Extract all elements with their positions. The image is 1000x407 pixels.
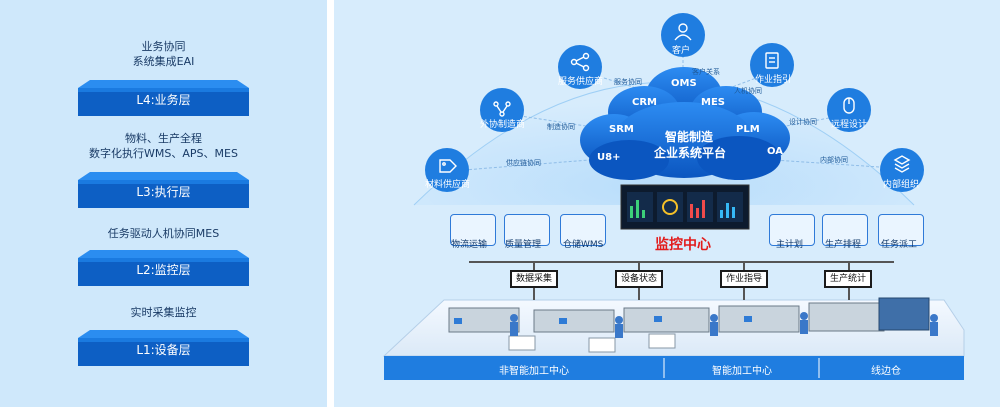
flow-customer-relation: 客户关系 [692,68,720,76]
label-internal-org: 内部组织 [883,180,920,190]
document-icon [765,52,779,69]
label-work-instruction: 作业指引 [755,75,792,85]
system-srm: SRM [609,124,634,135]
module-quality-label: 质量管理 [505,240,542,250]
flow-manufacturing-collab: 制造协同 [547,123,575,131]
module-quality[interactable] [504,214,550,246]
zone-smart: 智能加工中心 [712,366,772,377]
layer-l2: L2:监控层 [78,250,249,286]
module-master-plan[interactable] [769,214,815,246]
layer-l4: L4:业务层 [78,80,249,116]
label-material-supplier: 材料供应商 [425,180,471,190]
share-icon [570,52,590,72]
label-customer: 客户 [672,46,691,56]
layer-l4-label: L4:业务层 [136,93,191,107]
caption-task-driven: 任务驱动人机协同MES [107,227,220,240]
diagram-graphics [382,13,965,380]
system-oa: OA [767,146,783,157]
flow-human-machine: 人机协同 [734,87,762,95]
module-scheduling-label: 生产排程 [825,240,862,250]
caption-eai: 系统集成EAI [132,55,195,68]
caption-business-collab: 业务协同 [141,40,186,53]
system-crm: CRM [632,97,657,108]
label-remote-design: 远程设计 [831,120,868,130]
system-u8: U8+ [597,152,621,163]
zone-non-smart: 非智能加工中心 [499,366,569,377]
sign-data-collection: 数据采集 [510,270,558,288]
module-dispatch-label: 任务派工 [881,240,918,250]
layer-l1-label: L1:设备层 [136,343,191,357]
module-warehouse[interactable] [560,214,606,246]
caption-realtime: 实时采集监控 [130,306,197,319]
cloud-platform [580,67,790,180]
module-warehouse-label: 仓储WMS [563,240,604,250]
sign-equipment-status: 设备状态 [615,270,663,288]
stakeholder-circles [425,13,924,192]
module-logistics[interactable] [450,214,496,246]
module-scheduling[interactable] [822,214,868,246]
layer-l3: L3:执行层 [78,172,249,208]
sign-work-guidance: 作业指导 [720,270,768,288]
tag-icon [439,159,457,173]
monitor-screen [620,184,750,230]
layer-l2-label: L2:监控层 [136,263,191,277]
system-oms: OMS [671,78,697,89]
flow-internal-collab: 内部协同 [820,156,848,164]
module-dispatch[interactable] [878,214,924,246]
caption-material-flow: 物料、生产全程 [125,132,202,145]
layers-icon [893,155,911,173]
user-icon [674,23,692,41]
caption-digital-exec: 数字化执行WMS、APS、MES [89,147,238,160]
label-outsourcing: 外协制造商 [480,120,526,130]
layer-l3-label: L3:执行层 [136,185,191,199]
label-service-supplier: 服务供应商 [558,77,604,87]
system-plm: PLM [736,124,760,135]
system-mes: MES [701,97,725,108]
flow-supply-collab: 供应链协同 [506,159,541,167]
mouse-icon [843,97,855,114]
sign-production-stats: 生产统计 [824,270,872,288]
module-logistics-label: 物流运输 [451,240,488,250]
layer-l1: L1:设备层 [78,330,249,366]
flow-design-collab: 设计协同 [789,118,817,126]
layer-architecture-panel: 业务协同 系统集成EAI L4:业务层 物料、生产全程 数字化执行WMS、APS… [0,0,327,407]
monitor-center-title: 监控中心 [655,237,711,253]
smart-manufacturing-diagram: OMS CRM MES SRM PLM U8+ OA 智能制造 企业系统平台 客… [334,0,1000,407]
platform-title-line1: 智能制造 [665,130,714,144]
platform-title-line2: 企业系统平台 [654,146,727,160]
zone-line-side: 线边仓 [871,366,901,377]
module-master-plan-label: 主计划 [776,240,804,250]
flow-service-collab: 服务协同 [614,78,642,86]
factory-floor [382,261,965,380]
network-icon [493,101,511,117]
